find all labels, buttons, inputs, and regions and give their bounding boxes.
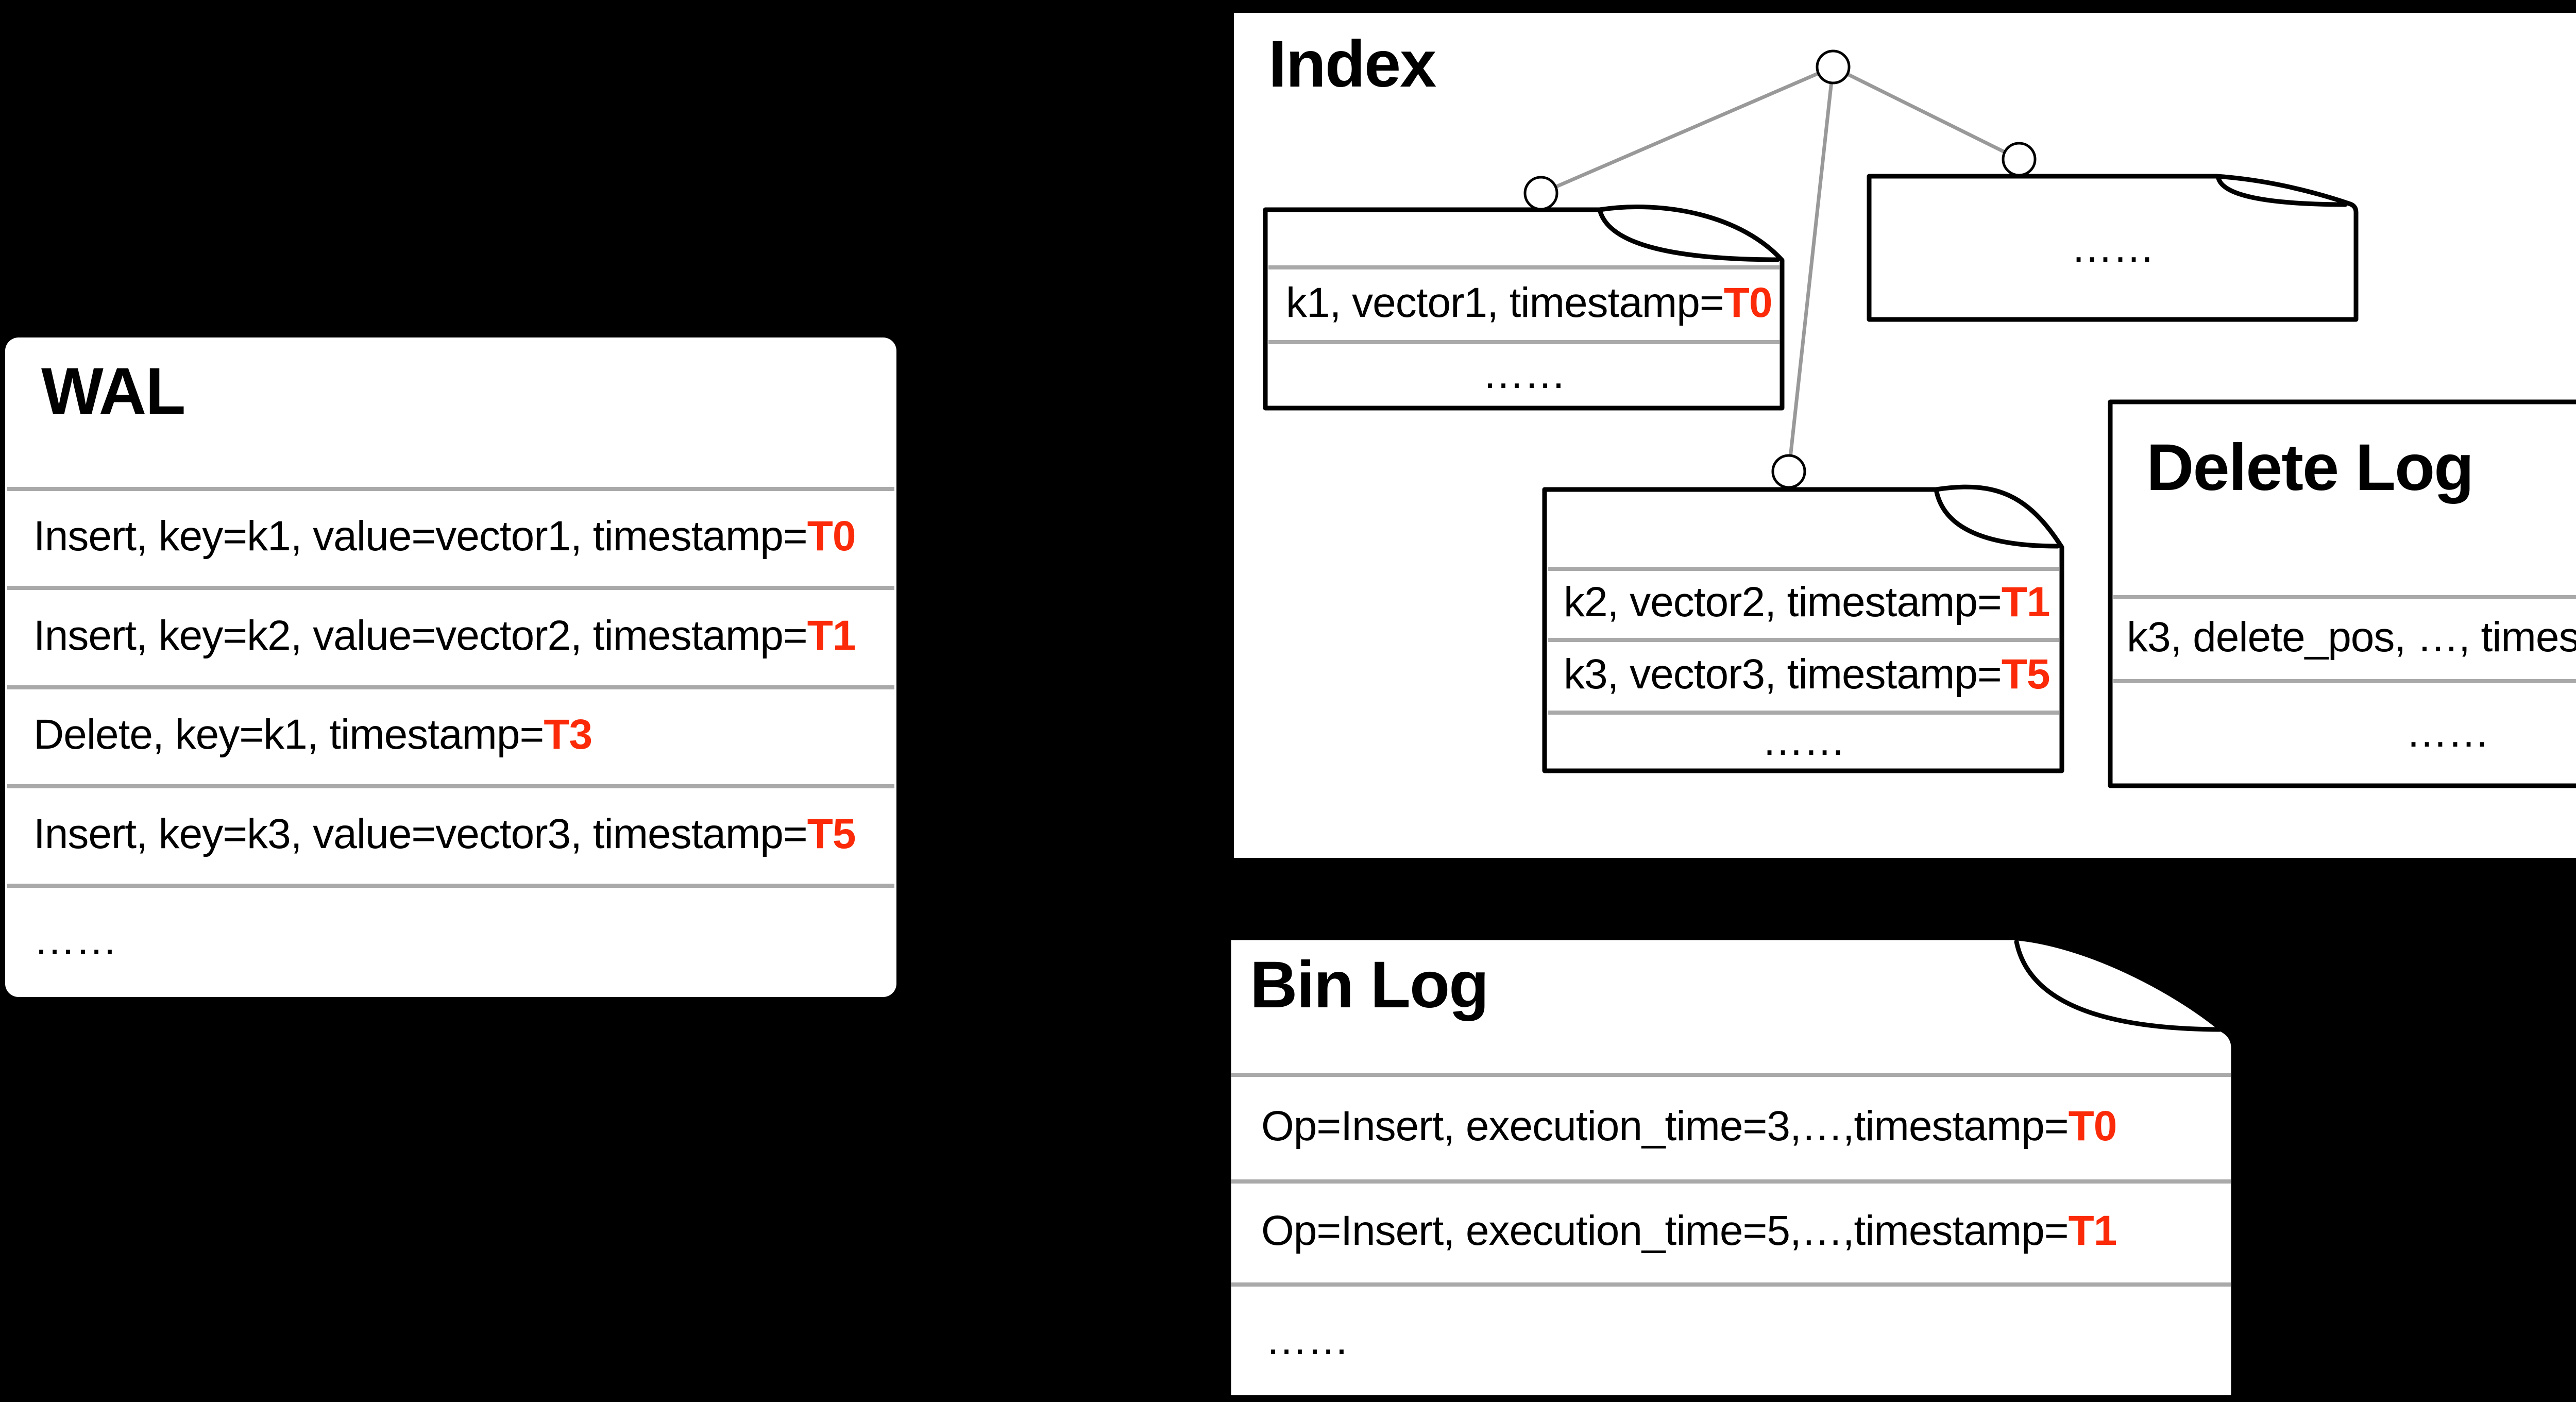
wal-ellipsis-row: …… (33, 884, 117, 997)
segment-k2-content: k2, vector2, timestamp=T1 k3, vector3, t… (1545, 489, 2062, 771)
wal-row-timestamp: T1 (807, 612, 856, 659)
segment-other-file-shape (1867, 174, 2359, 322)
segment-k1-row: k1, vector1, timestamp=T0 (1286, 265, 1772, 340)
wal-separator (7, 685, 894, 689)
segment-k2-separator (1548, 638, 2059, 642)
wal-row-text: Insert, key=k3, value=vector3, timestamp… (33, 810, 808, 857)
segment-k2-row: k3, vector3, timestamp=T5 (1564, 638, 2050, 711)
delete-log-separator (2113, 679, 2576, 683)
index-tree-edges (1540, 65, 2020, 472)
segment-k1-row-text: k1, vector1, timestamp= (1286, 279, 1724, 326)
wal-content: WAL Insert, key=k1, value=vector1, times… (5, 337, 896, 997)
segment-k2-file-shape (1542, 484, 2064, 773)
bin-log-row-text: Op=Insert, execution_time=5,…,timestamp= (1261, 1207, 2069, 1254)
delete-log-row-text: k3, delete_pos, …, timestamp= (2127, 613, 2576, 661)
wal-row: Insert, key=k1, value=vector1, timestamp… (33, 487, 856, 586)
segment-k1-separator (1268, 340, 1780, 344)
segment-other-ellipsis-row: …… (1869, 176, 2356, 319)
bin-log-content: Bin Log Op=Insert, execution_time=3,…,ti… (1229, 938, 2233, 1397)
segment-k2-row: k2, vector2, timestamp=T1 (1564, 567, 2050, 638)
tree-edge-right (1832, 65, 2020, 161)
segment-k1-separator (1268, 265, 1780, 269)
wal-row-timestamp: T3 (544, 711, 592, 758)
wal-separator (7, 586, 894, 590)
segment-other-fold-crease-icon (2216, 176, 2348, 207)
bin-log-title: Bin Log (1250, 948, 1489, 1022)
bin-log-ellipsis: …… (1265, 1316, 1349, 1363)
wal-row-timestamp: T5 (807, 810, 856, 857)
wal-row: Insert, key=k2, value=vector2, timestamp… (33, 586, 856, 685)
delete-log-ellipsis: …… (2405, 708, 2490, 756)
delete-log-ellipsis-row: …… (2110, 679, 2576, 786)
wal-ellipsis: …… (33, 917, 117, 964)
delete-log-file-shape (2108, 399, 2576, 788)
wal-row: Delete, key=k1, timestamp=T3 (33, 685, 592, 784)
wal-row: Insert, key=k3, value=vector3, timestamp… (33, 784, 856, 884)
delete-log-content: Delete Log k3, delete_pos, …, timestamp=… (2110, 402, 2576, 786)
bin-log-row: Op=Insert, execution_time=3,…,timestamp=… (1261, 1073, 2117, 1179)
segment-k2-fold-crease-icon (1934, 487, 2060, 549)
bin-log-row-timestamp: T1 (2068, 1207, 2117, 1254)
bin-log-separator (1231, 1179, 2231, 1184)
tree-left-node-icon (1523, 176, 1558, 211)
segment-k1-fold-crease-icon (1597, 207, 1780, 262)
segment-other-content: …… (1869, 176, 2356, 319)
bin-log-separator (1231, 1282, 2231, 1287)
segment-k1-content: k1, vector1, timestamp=T0 …… (1265, 210, 1783, 408)
bin-log-row-timestamp: T0 (2068, 1102, 2117, 1150)
segment-k1-file-shape (1263, 205, 1785, 411)
segment-k2-separator (1548, 711, 2059, 715)
wal-separator (7, 784, 894, 788)
segment-k1-row-timestamp: T0 (1723, 279, 1773, 326)
delete-log-separator (2113, 595, 2576, 599)
wal-title: WAL (41, 354, 185, 428)
bin-log-ellipsis-row: …… (1265, 1282, 1349, 1397)
tree-edge-left (1540, 65, 1834, 195)
tree-middle-node-icon (1771, 454, 1806, 489)
wal-row-timestamp: T0 (807, 513, 856, 560)
delete-log-title: Delete Log (2146, 431, 2474, 504)
tree-root-node-icon (1816, 49, 1851, 85)
index-panel-content: Index (1234, 13, 2576, 858)
tree-right-node-icon (2002, 142, 2037, 177)
tree-edge-middle (1787, 66, 1835, 472)
segment-k2-row-timestamp: T1 (2001, 579, 2050, 626)
wal-separator (7, 487, 894, 491)
wal-separator (7, 884, 894, 888)
wal-row-text: Delete, key=k1, timestamp= (33, 711, 544, 758)
segment-k2-row-text: k2, vector2, timestamp= (1564, 579, 2002, 626)
segment-other-ellipsis: …… (2071, 224, 2155, 271)
delete-log-row: k3, delete_pos, …, timestamp=T3 (2127, 595, 2576, 679)
wal-row-text: Insert, key=k2, value=vector2, timestamp… (33, 612, 808, 659)
bin-log-fold-crease-icon (2014, 939, 2222, 1032)
segment-k2-row-text: k3, vector3, timestamp= (1564, 650, 2002, 698)
segment-k2-ellipsis: …… (1761, 717, 1846, 764)
bin-log-row: Op=Insert, execution_time=5,…,timestamp=… (1261, 1179, 2117, 1282)
bin-log-separator (1231, 1073, 2231, 1077)
segment-k2-separator (1548, 567, 2059, 571)
segment-k2-row-timestamp: T5 (2001, 650, 2050, 698)
wal-row-text: Insert, key=k1, value=vector1, timestamp… (33, 513, 808, 560)
index-title: Index (1268, 27, 1436, 101)
segment-k2-ellipsis-row: …… (1545, 711, 2062, 771)
bin-log-row-text: Op=Insert, execution_time=3,…,timestamp= (1261, 1102, 2069, 1150)
segment-k1-ellipsis-row: …… (1265, 340, 1783, 408)
segment-k1-ellipsis: …… (1482, 350, 1566, 397)
